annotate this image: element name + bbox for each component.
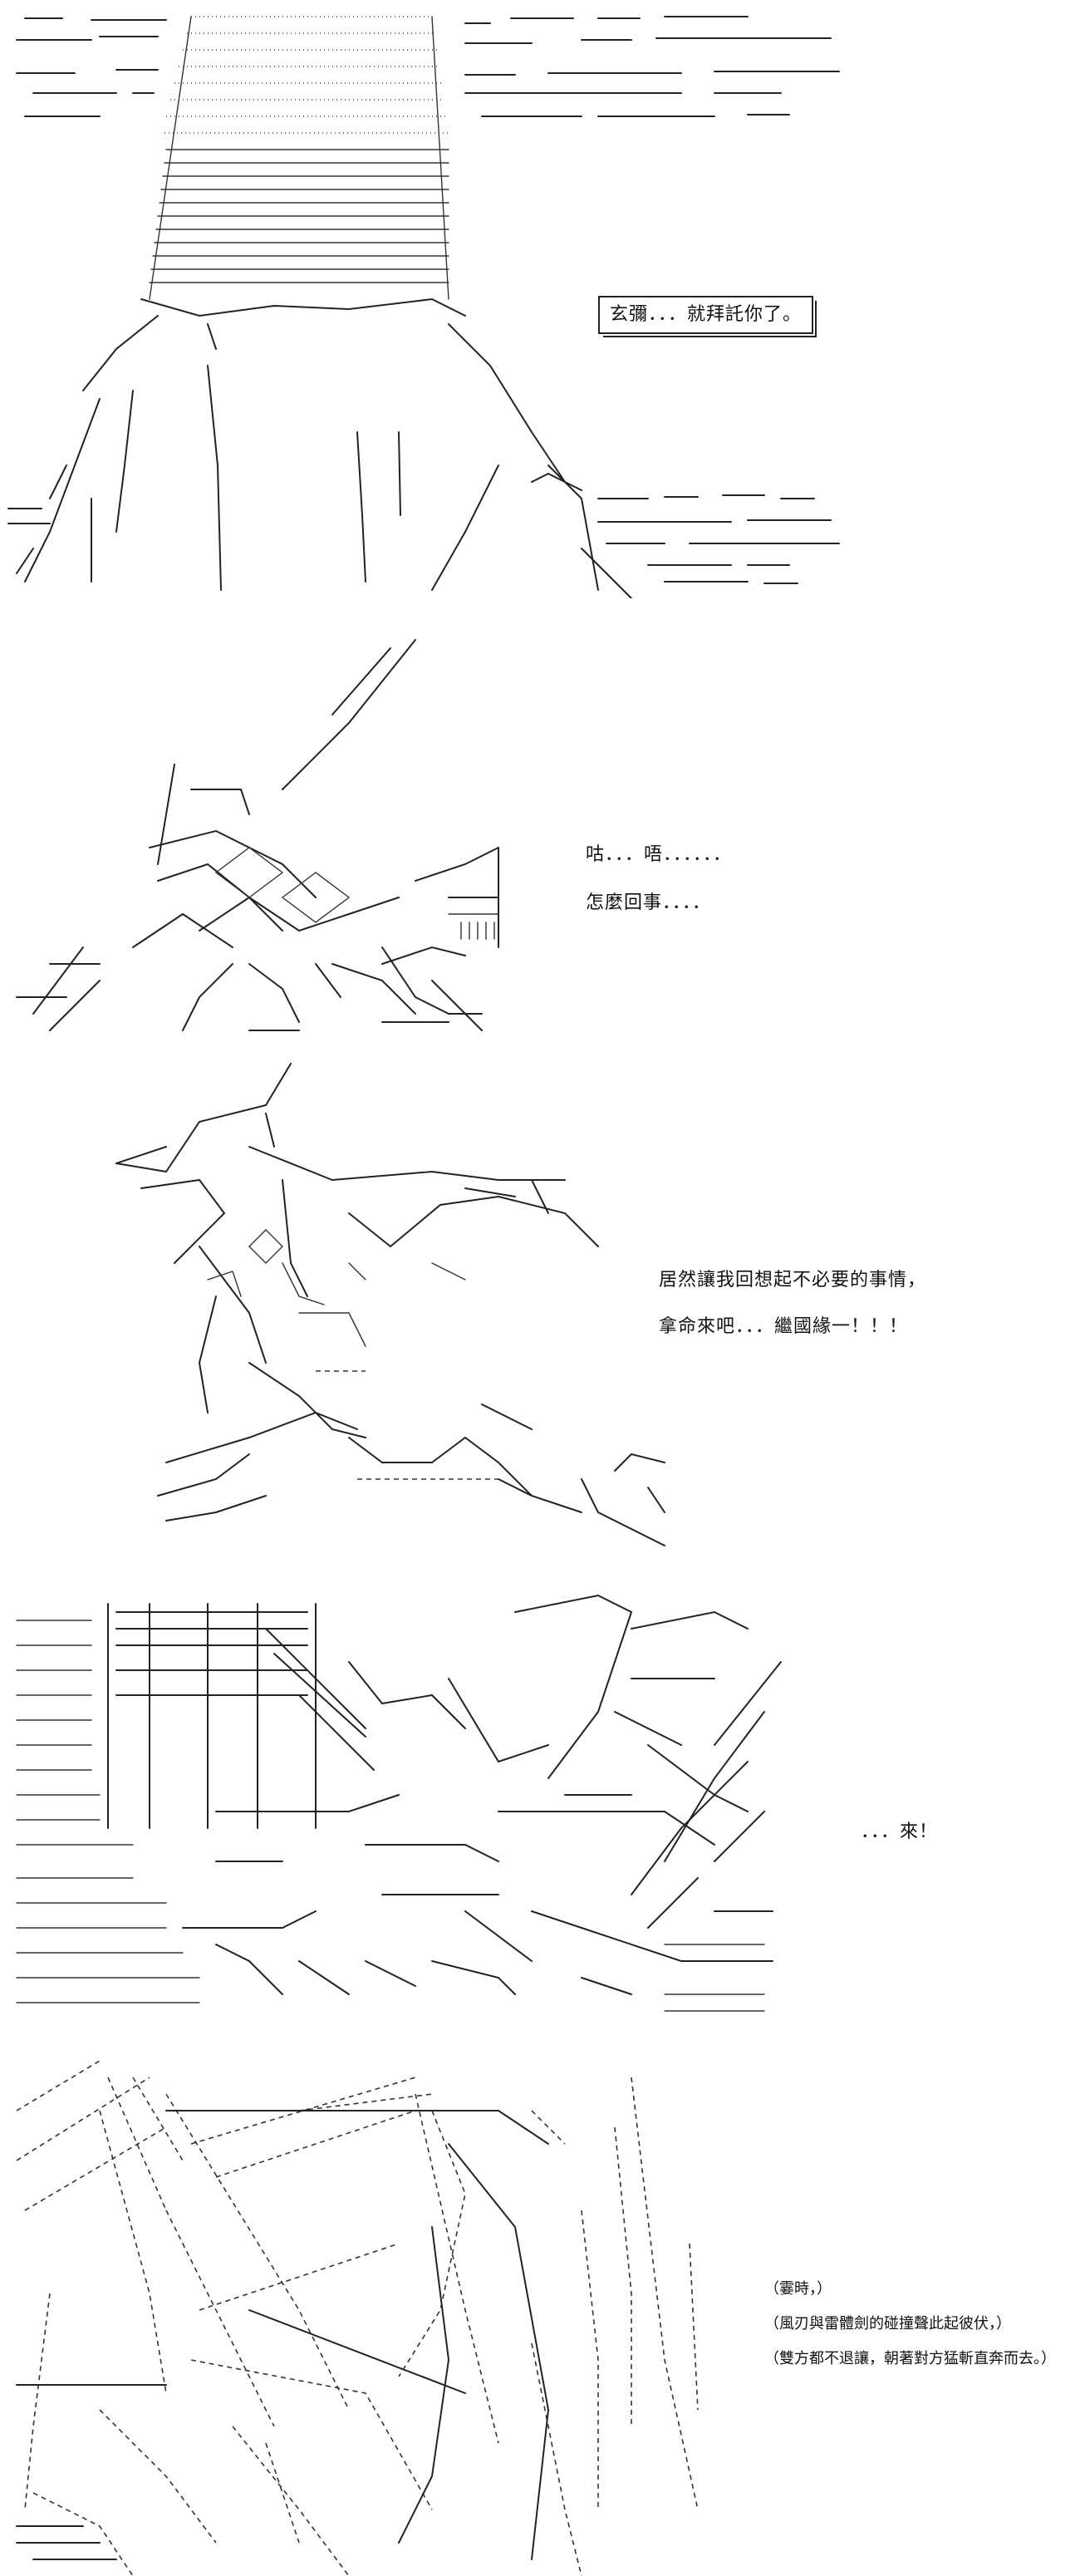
dialogue-line: ．．．來！ — [861, 1821, 939, 1842]
panel-5: （霎時，） （風刃與雷體劍的碰撞聲此起彼伏，） （雙方都不退讓，朝著對方猛斬直奔… — [0, 2044, 1080, 2576]
dialogue-box: 玄彌．．．就拜託你了。 — [598, 296, 817, 337]
panel-1: 玄彌．．．就拜託你了。 — [0, 0, 1080, 598]
dialogue-line: 怎麼回事．．．． — [586, 892, 712, 913]
panel-2-ascii-art — [0, 598, 1080, 1047]
dialogue-line: 玄彌．．．就拜託你了。 — [610, 304, 803, 325]
dialogue-line: 咕．．．唔．．．．．． — [586, 844, 733, 865]
narration-line: （霎時，） — [764, 2280, 832, 2298]
narration-line: （風刃與雷體劍的碰撞聲此起彼伏，） — [764, 2315, 1011, 2333]
panel-1-ascii-art — [0, 0, 1080, 598]
narration-line: （雙方都不退讓，朝著對方猛斬直奔而去。） — [764, 2350, 1056, 2367]
panel-5-ascii-art — [0, 2044, 1080, 2576]
panel-3: 居然讓我回想起不必要的事情， 拿命來吧．．．繼國緣一！！！ — [0, 1047, 1080, 1562]
dialogue-line: 居然讓我回想起不必要的事情， — [659, 1270, 927, 1290]
dialogue-line: 拿命來吧．．．繼國緣一！！！ — [659, 1316, 909, 1337]
panel-2: 咕．．．唔．．．．．． 怎麼回事．．．． — [0, 598, 1080, 1047]
panel-3-ascii-art — [0, 1047, 1080, 1562]
panel-4: ．．．來！ — [0, 1562, 1080, 2044]
panel-4-ascii-art — [0, 1562, 1080, 2044]
